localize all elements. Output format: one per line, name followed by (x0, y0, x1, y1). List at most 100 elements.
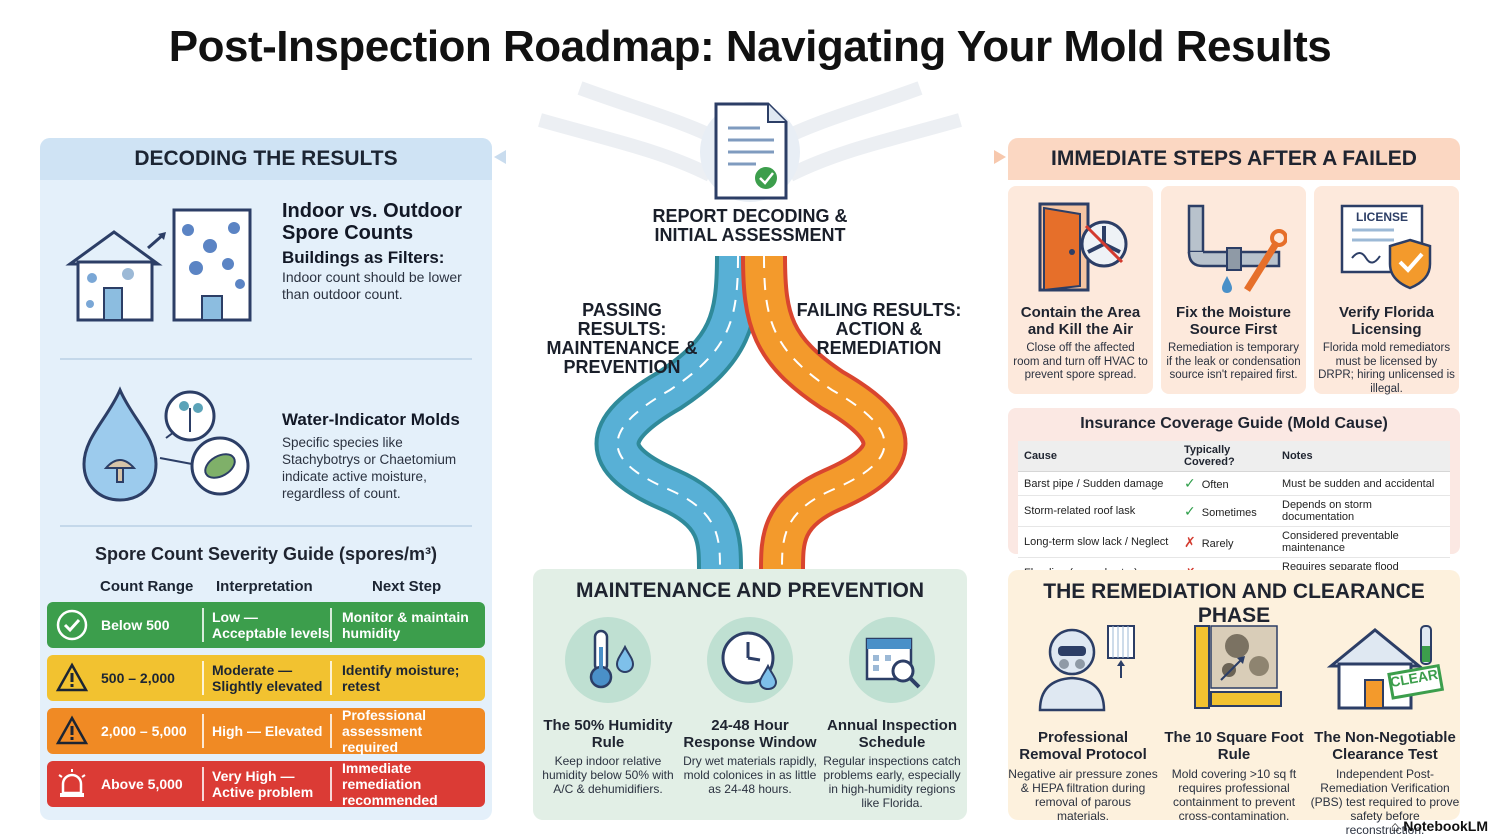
license-icon (1340, 204, 1432, 290)
severity-next-step: Identify moisture; retest (342, 662, 460, 694)
row-separator (330, 714, 332, 748)
table-row: Barst pipe / Sudden damage ✓Often Must b… (1018, 471, 1450, 496)
ten-square-foot-title: The 10 Square Foot Rule (1164, 729, 1304, 763)
row-separator (330, 767, 332, 801)
ruler-icon (1194, 625, 1282, 709)
covered-value: Sometimes (1201, 506, 1257, 519)
notes-cell: Considered preventable maintenance (1276, 526, 1450, 558)
ten-square-foot-text: Mold covering >10 sq ft requires profess… (1171, 767, 1297, 823)
pipe-wrench-icon (1187, 204, 1287, 293)
clearance-test-text: Independent Post-Remediation Verificatio… (1310, 767, 1460, 837)
annual-inspection-text: Regular inspections catch problems early… (823, 754, 961, 810)
row-separator (202, 714, 204, 748)
section-divider (60, 358, 472, 360)
ten-square-foot-item: The 10 Square Foot Rule Mold covering >1… (1159, 622, 1309, 823)
buildings-filters-subtitle: Buildings as Filters: (282, 248, 445, 267)
table-header-row: Cause Typically Covered? Notes (1018, 441, 1450, 472)
severity-range: 500 – 2,000 (101, 670, 175, 686)
page-title: Post-Inspection Roadmap: Navigating Your… (168, 22, 1332, 71)
humidity-rule-text: Keep indoor relative humidity below 50% … (542, 754, 674, 796)
remediation-panel: THE REMEDIATION AND CLEARANCE PHASE Prof… (1008, 570, 1460, 837)
table-row: Storm-related roof lask ✓Sometimes Depen… (1018, 495, 1450, 527)
severity-next-step: Monitor & maintain humidity (342, 609, 469, 641)
covered-cell: ✓Sometimes (1178, 495, 1276, 527)
severity-guide-title: Spore Count Severity Guide (spores/m³) (94, 544, 438, 564)
severity-range: 2,000 – 5,000 (101, 723, 187, 739)
covered-cell: ✓Often (1178, 471, 1276, 496)
contain-area-text: Close off the affected room and turn off… (1013, 342, 1148, 381)
row-separator (202, 661, 204, 695)
notes-cell: Must be sudden and accidental (1276, 471, 1450, 496)
severity-range: Above 5,000 (101, 776, 183, 792)
alarm-icon (58, 769, 86, 797)
contain-area-title: Contain the Area and Kill the Air (1020, 304, 1141, 338)
severity-next-step: Immediate remediation recommended (342, 760, 438, 808)
annual-inspection-title: Annual Inspection Schedule (826, 717, 957, 751)
notebook-logo-icon: ⌂ (1390, 818, 1404, 834)
water-drop-mold-icon (82, 386, 250, 502)
report-document-icon (714, 102, 788, 200)
response-window-title: 24-48 Hour Response Window (683, 717, 817, 751)
removal-protocol-text: Negative air pressure zones & HEPA filtr… (1008, 767, 1158, 823)
removal-protocol-item: Professional Removal Protocol Negative a… (1008, 622, 1158, 823)
cause-cell: Long-term slow lack / Neglect (1018, 526, 1178, 558)
license-badge-text: LICENSE (1355, 210, 1408, 224)
covered-cell: ✗ Rarely (1178, 526, 1276, 558)
warning-icon (55, 662, 89, 692)
water-indicator-text: Specific species like Stachybotrys or Ch… (282, 435, 457, 501)
brand-name: NotebookLM (1403, 818, 1488, 834)
table-row: Long-term slow lack / Neglect ✗ Rarely Co… (1018, 526, 1450, 558)
report-decoding-label: REPORT DECODING & INITIAL ASSESSMENT (652, 206, 848, 245)
passing-results-label: PASSING RESULTS: MAINTENANCE & PREVENTIO… (546, 300, 698, 377)
verify-licensing-title: Verify Florida Licensing (1338, 304, 1435, 338)
covered-value: Often (1201, 479, 1229, 491)
response-window-item: 24-48 Hour Response Window Dry wet mater… (680, 617, 820, 796)
row-separator (330, 608, 332, 642)
clearance-test-title: The Non-Negotiable Clearance Test (1314, 729, 1456, 763)
left-arrow-icon (494, 150, 506, 164)
covered-value: Rarely (1201, 537, 1234, 550)
fix-moisture-title: Fix the Moisture Source First (1175, 304, 1291, 338)
maintenance-panel: MAINTENANCE AND PREVENTION The 50% Humid… (533, 569, 967, 820)
house-clear-icon (1326, 625, 1445, 710)
check-circle-icon (56, 609, 88, 641)
column-count-range: Count Range (100, 578, 194, 595)
maintenance-header: MAINTENANCE AND PREVENTION (575, 579, 925, 602)
row-separator (202, 767, 204, 801)
calendar-icon (865, 637, 921, 689)
thermometer-icon (589, 629, 635, 689)
severity-row-low: Below 500 Low — Acceptable levels Monito… (47, 602, 485, 648)
roadmap-graphic (538, 81, 962, 571)
failed-inspection-header: IMMEDIATE STEPS AFTER A FAILED INSPECTIO… (1008, 138, 1460, 212)
severity-range: Below 500 (101, 617, 170, 633)
cause-cell: Barst pipe / Sudden damage (1018, 471, 1178, 496)
right-arrow-icon (994, 150, 1006, 164)
insurance-panel: Insurance Coverage Guide (Mold Cause) Ca… (1008, 408, 1460, 589)
clock-icon (721, 631, 778, 691)
response-window-text: Dry wet materials rapidly, mold colonice… (683, 754, 817, 796)
cause-cell: Storm-related roof lask (1018, 495, 1178, 527)
severity-interpretation: Very High — Active problem (212, 768, 314, 800)
severity-row-high: 2,000 – 5,000 High — Elevated Profession… (47, 707, 485, 755)
verify-licensing-card: LICENSE Verify Florida Licensing Florida… (1314, 186, 1459, 395)
row-separator (330, 661, 332, 695)
severity-interpretation: Moderate — Slightly elevated (212, 662, 323, 694)
column-interpretation: Interpretation (216, 578, 313, 595)
notes-cell: Depends on storm documentation (1276, 495, 1450, 527)
insurance-title: Insurance Coverage Guide (Mold Cause) (1080, 415, 1388, 432)
insurance-table: Cause Typically Covered? Notes Barst pip… (1018, 441, 1450, 589)
failing-results-label: FAILING RESULTS: ACTION & REMEDIATION (796, 300, 962, 358)
decoding-results-header: DECODING THE RESULTS (40, 138, 492, 180)
contain-area-card: Contain the Area and Kill the Air Close … (1008, 186, 1153, 394)
verify-licensing-text: Florida mold remediators must be license… (1318, 342, 1455, 395)
column-cause: Cause (1018, 441, 1178, 472)
humidity-rule-item: The 50% Humidity Rule Keep indoor relati… (538, 617, 678, 796)
column-notes: Notes (1276, 441, 1450, 472)
remediation-header: THE REMEDIATION AND CLEARANCE PHASE (1043, 580, 1425, 627)
column-covered: Typically Covered? (1178, 441, 1276, 472)
door-fan-icon (1038, 202, 1128, 292)
cross-icon: ✗ (1184, 533, 1196, 550)
severity-row-very-high: Above 5,000 Very High — Active problem I… (47, 760, 485, 808)
severity-next-step: Professional assessment required (342, 707, 427, 755)
indoor-outdoor-text: Indoor count should be lower than outdoo… (282, 269, 462, 302)
